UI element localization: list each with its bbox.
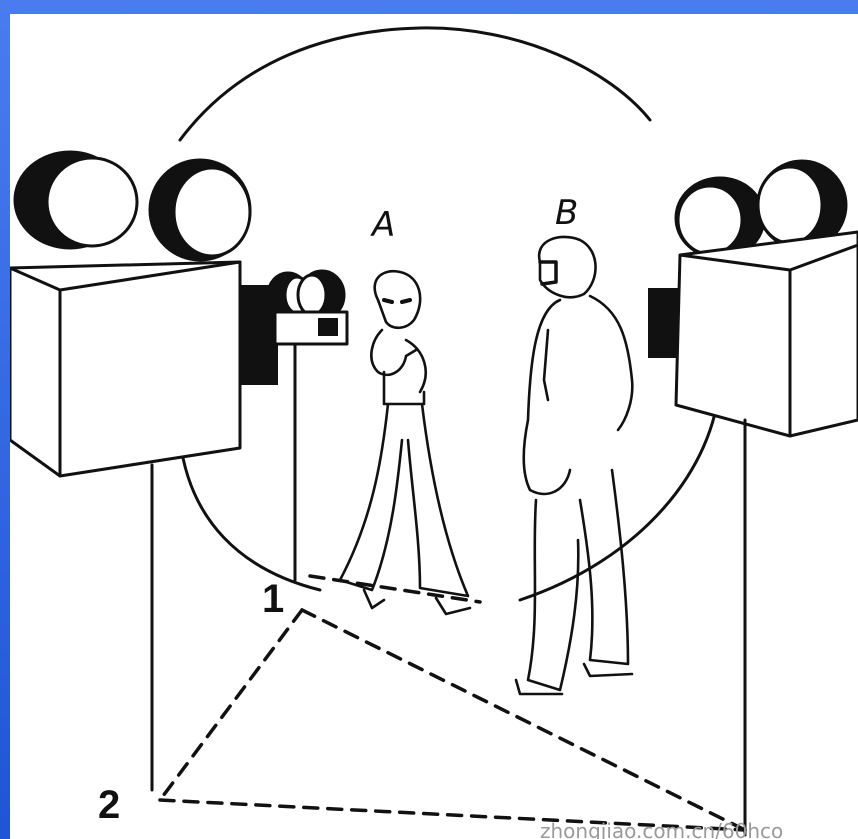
diagram-canvas: A B 1 2 zhongjiao.com.cn/60hco [10,14,858,839]
dashed-sightlines [160,576,745,830]
camera-setup-illustration: A B 1 2 zhongjiao.com.cn/60hco [10,14,858,839]
watermark-text: zhongjiao.com.cn/60hco [540,819,783,839]
label-position-1: 1 [262,577,284,621]
label-a: A [370,205,395,245]
label-b: B [555,193,578,233]
camera-right [648,161,858,835]
label-position-2: 2 [98,783,120,827]
person-a-figure [340,271,470,614]
person-b-figure [516,237,632,694]
camera-center [268,271,347,580]
